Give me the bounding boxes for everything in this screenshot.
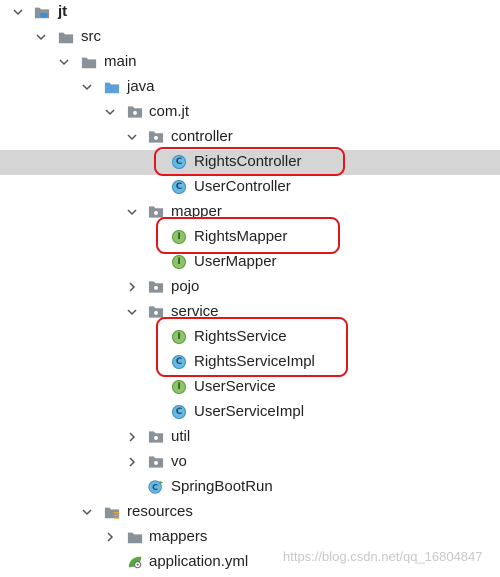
package-icon bbox=[127, 105, 143, 119]
tree-label: controller bbox=[171, 128, 233, 145]
tree-row-rights-controller[interactable]: C RightsController bbox=[0, 150, 500, 175]
package-icon bbox=[148, 205, 164, 219]
chevron-down-icon[interactable] bbox=[81, 506, 93, 518]
tree-row-com-jt[interactable]: com.jt bbox=[0, 100, 500, 125]
tree-row-spring-boot-run[interactable]: C SpringBootRun bbox=[0, 475, 500, 500]
tree-label: application.yml bbox=[149, 553, 249, 570]
tree-row-mapper[interactable]: mapper bbox=[0, 200, 500, 225]
chevron-down-icon[interactable] bbox=[126, 306, 138, 318]
class-icon: C bbox=[171, 405, 187, 419]
tree-label: RightsController bbox=[194, 153, 302, 170]
interface-icon: I bbox=[171, 380, 187, 394]
class-icon: C bbox=[171, 155, 187, 169]
chevron-down-icon[interactable] bbox=[12, 6, 24, 18]
chevron-down-icon[interactable] bbox=[126, 206, 138, 218]
tree-row-mappers[interactable]: mappers bbox=[0, 525, 500, 550]
tree-label: vo bbox=[171, 453, 187, 470]
tree-row-util[interactable]: util bbox=[0, 425, 500, 450]
chevron-right-icon[interactable] bbox=[126, 281, 138, 293]
tree-label: main bbox=[104, 53, 137, 70]
tree-row-src[interactable]: src bbox=[0, 25, 500, 50]
source-folder-icon bbox=[104, 80, 120, 94]
tree-row-pojo[interactable]: pojo bbox=[0, 275, 500, 300]
package-icon bbox=[148, 455, 164, 469]
tree-row-resources[interactable]: resources bbox=[0, 500, 500, 525]
package-icon bbox=[148, 130, 164, 144]
tree-label: resources bbox=[127, 503, 193, 520]
tree-row-rights-service-impl[interactable]: C RightsServiceImpl bbox=[0, 350, 500, 375]
resources-folder-icon bbox=[104, 505, 120, 519]
tree-row-user-service-impl[interactable]: C UserServiceImpl bbox=[0, 400, 500, 425]
yaml-file-icon bbox=[127, 555, 143, 569]
interface-icon: I bbox=[171, 330, 187, 344]
tree-row-user-mapper[interactable]: I UserMapper bbox=[0, 250, 500, 275]
package-icon bbox=[148, 280, 164, 294]
package-icon bbox=[148, 430, 164, 444]
tree-label: com.jt bbox=[149, 103, 190, 120]
tree-label: RightsService bbox=[194, 328, 287, 345]
tree-row-service[interactable]: service bbox=[0, 300, 500, 325]
tree-row-java[interactable]: java bbox=[0, 75, 500, 100]
tree-label: util bbox=[171, 428, 191, 445]
chevron-down-icon[interactable] bbox=[104, 106, 116, 118]
tree-row-user-service[interactable]: I UserService bbox=[0, 375, 500, 400]
tree-label: UserService bbox=[194, 378, 276, 395]
svg-text:C: C bbox=[152, 483, 158, 492]
tree-row-jt[interactable]: jt bbox=[0, 0, 500, 25]
folder-icon bbox=[58, 30, 74, 44]
watermark: https://blog.csdn.net/qq_16804847 bbox=[283, 549, 483, 564]
chevron-right-icon[interactable] bbox=[126, 431, 138, 443]
tree-row-rights-mapper[interactable]: I RightsMapper bbox=[0, 225, 500, 250]
tree-label: pojo bbox=[171, 278, 200, 295]
tree-row-main[interactable]: main bbox=[0, 50, 500, 75]
tree-row-rights-service[interactable]: I RightsService bbox=[0, 325, 500, 350]
chevron-down-icon[interactable] bbox=[126, 131, 138, 143]
tree-label: java bbox=[127, 78, 155, 95]
class-icon: C bbox=[171, 355, 187, 369]
tree-label: UserMapper bbox=[194, 253, 277, 270]
folder-icon bbox=[127, 530, 143, 544]
tree-label: jt bbox=[58, 3, 68, 20]
tree-label: RightsMapper bbox=[194, 228, 288, 245]
folder-icon bbox=[81, 55, 97, 69]
tree-label: mapper bbox=[171, 203, 222, 220]
tree-row-vo[interactable]: vo bbox=[0, 450, 500, 475]
tree-row-application-yml[interactable]: application.yml bbox=[0, 550, 500, 575]
interface-icon: I bbox=[171, 230, 187, 244]
spring-boot-run-icon: C bbox=[148, 480, 164, 494]
chevron-down-icon[interactable] bbox=[58, 56, 70, 68]
tree-label: mappers bbox=[149, 528, 208, 545]
tree-label: UserController bbox=[194, 178, 291, 195]
package-icon bbox=[148, 305, 164, 319]
tree-row-user-controller[interactable]: C UserController bbox=[0, 175, 500, 200]
tree-label: RightsServiceImpl bbox=[194, 353, 315, 370]
chevron-down-icon[interactable] bbox=[81, 81, 93, 93]
interface-icon: I bbox=[171, 255, 187, 269]
tree-label: UserServiceImpl bbox=[194, 403, 305, 420]
chevron-down-icon[interactable] bbox=[35, 31, 47, 43]
tree-row-controller[interactable]: controller bbox=[0, 125, 500, 150]
tree-label: src bbox=[81, 28, 101, 45]
class-icon: C bbox=[171, 180, 187, 194]
project-folder-icon bbox=[34, 5, 50, 19]
tree-label: service bbox=[171, 303, 219, 320]
chevron-right-icon[interactable] bbox=[126, 456, 138, 468]
tree-label: SpringBootRun bbox=[171, 478, 273, 495]
chevron-right-icon[interactable] bbox=[104, 531, 116, 543]
